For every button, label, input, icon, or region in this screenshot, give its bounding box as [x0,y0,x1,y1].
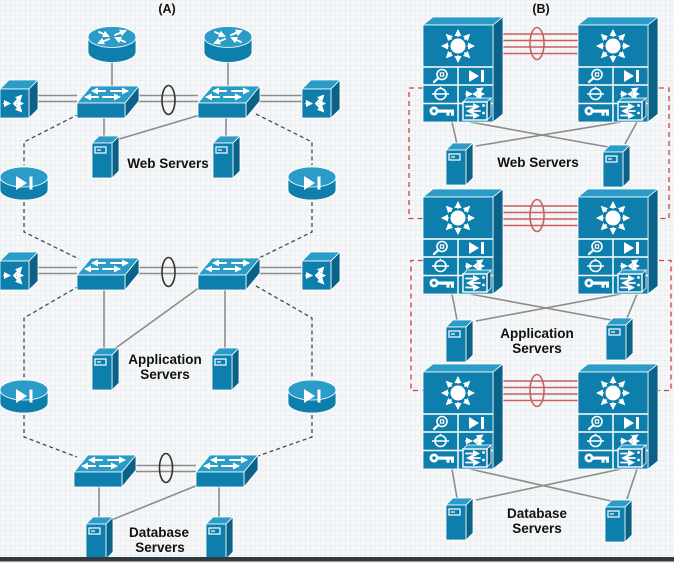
link-line [451,468,458,499]
link-line [108,484,199,522]
panel-a-label: (A) [158,2,175,16]
server-icon [91,347,120,391]
tier-label-web-b: Web Servers [497,155,579,170]
multilayer-switch-icon [423,364,503,469]
server-icon [445,142,474,186]
multilayer-switch-icon [578,17,658,122]
channel-ellipse [161,256,176,288]
dashed-link [23,285,80,458]
panel-a: (A) Web Servers Application Servers Data… [0,2,340,560]
link-line [469,468,612,502]
link-line [475,468,622,501]
server-icon [212,135,241,179]
link-line [115,114,201,141]
content-switch-icon [302,252,340,290]
link-line [469,121,609,148]
channel-ellipse-red [529,26,545,61]
red-dashed-link [650,259,672,392]
red-dashed-link [410,259,423,392]
router-icon [204,27,252,63]
multilayer-switch-icon [423,189,503,294]
multilayer-switch-icon [578,364,658,469]
channel-ellipse [158,452,174,484]
server-icon [205,516,234,560]
tier-label-app-a: Application [128,352,202,367]
redundant-links-web [493,26,578,61]
multilayer-switch-icon [423,17,503,122]
content-engine-icon [0,166,49,201]
link-line [626,468,638,500]
redundant-links-app [493,198,578,233]
redundant-links-db [493,373,578,408]
server-icon [445,319,474,363]
content-switch-icon [0,252,38,290]
link-line [451,121,458,145]
bottom-rule [0,557,674,562]
red-dashed-link [650,87,670,220]
link-line [475,293,622,322]
tier-label-app-a2: Servers [140,367,190,382]
panel-b: (B) Web Servers Application Servers Data… [408,2,672,543]
content-engine-icon [287,166,337,201]
tier-label-app-b2: Servers [512,341,562,356]
content-switch-icon [302,80,340,118]
server-icon [91,135,120,179]
link-line [624,121,638,145]
link-line [469,293,612,321]
tier-label-db-b: Database [507,506,568,521]
tier-label-db-a2: Servers [135,540,185,555]
link-line [112,286,201,351]
server-icon [85,516,114,560]
content-switch-icon [0,80,38,118]
server-icon [211,347,240,391]
tier-label-web-a: Web Servers [127,156,209,171]
link-line [626,293,638,319]
server-icon [604,499,633,543]
content-engine-icon [287,379,337,414]
tier-label-db-a: Database [129,525,190,540]
tier-label-app-b: Application [500,326,574,341]
multilayer-switch-icon [578,189,658,294]
panel-b-label: (B) [532,2,549,16]
server-icon [445,497,474,541]
tier-label-db-b2: Servers [512,521,562,536]
link-line [451,293,458,321]
content-engine-icon [0,379,49,414]
channel-ellipse-red [529,198,545,233]
dashed-link [255,113,313,260]
channel-ellipse-red [529,373,545,408]
server-icon [602,144,631,188]
router-icon [88,27,136,63]
channel-ellipse [161,84,176,116]
dashed-link [254,285,313,458]
server-icon [605,317,634,361]
link-line [475,121,622,147]
dashed-link [23,113,80,260]
